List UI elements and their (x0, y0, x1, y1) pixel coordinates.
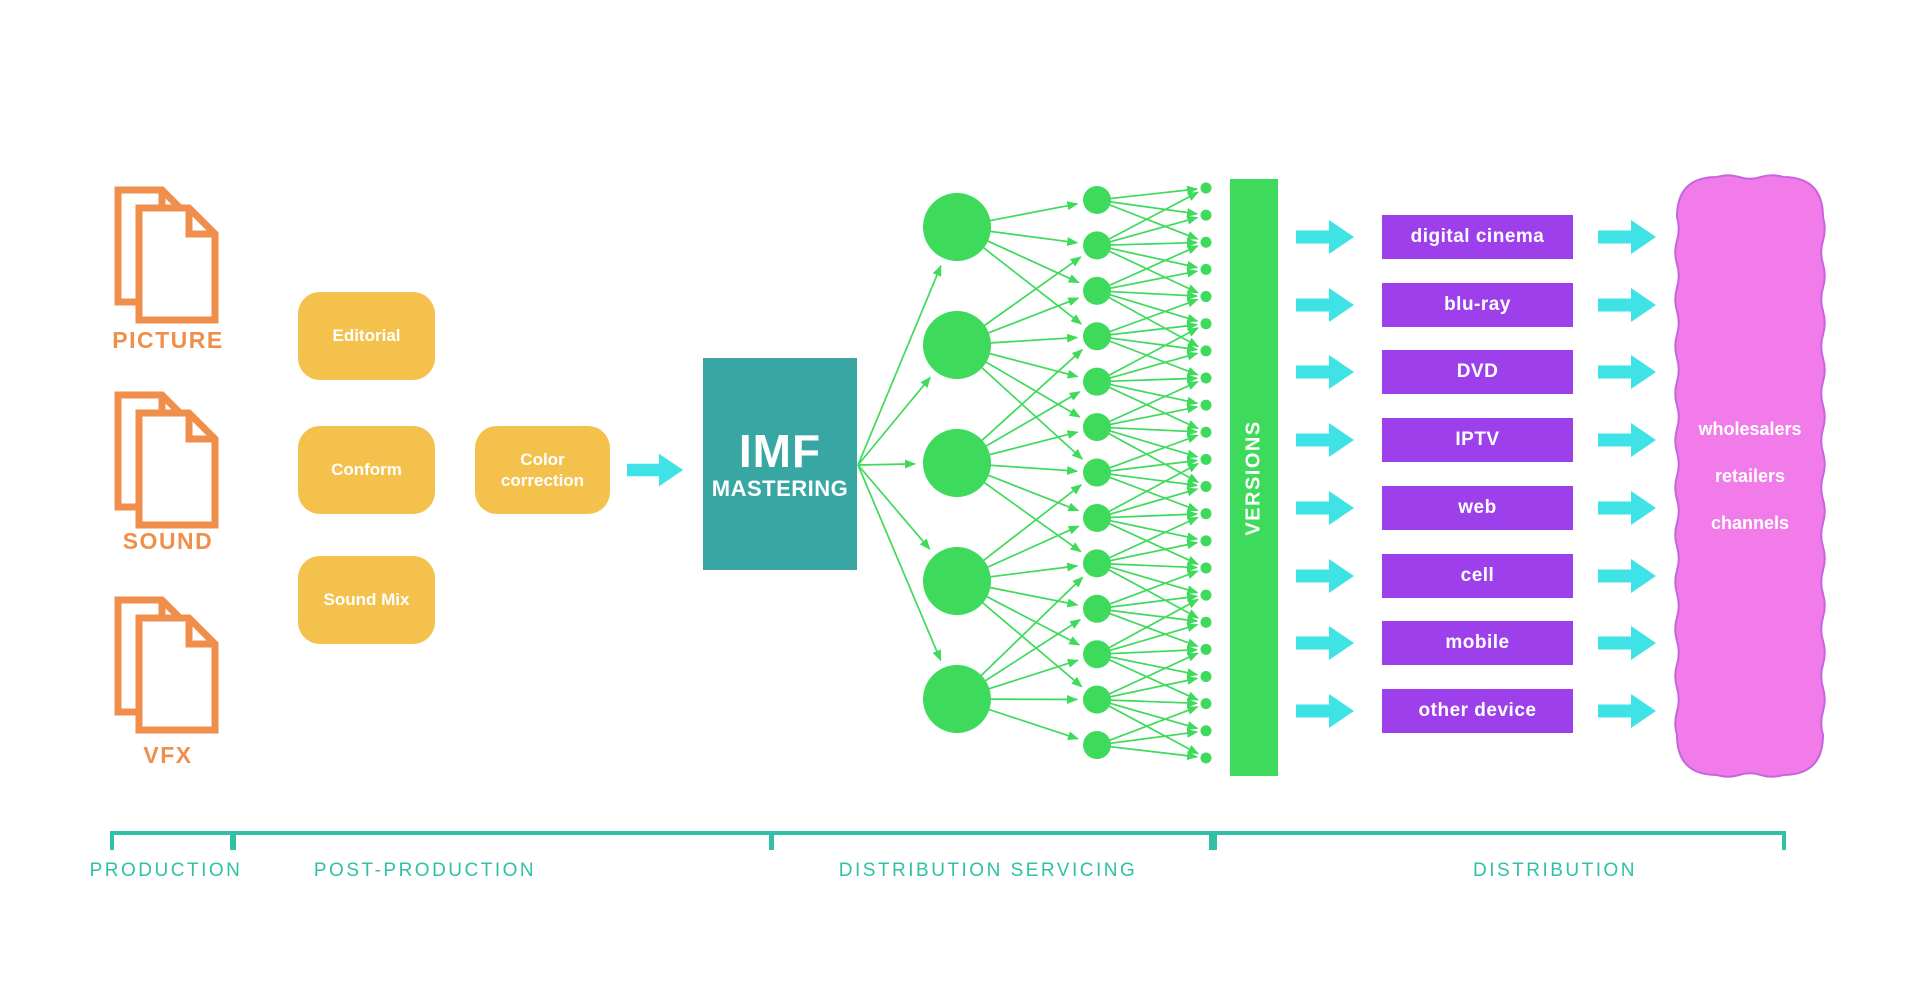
cyan-arrow-icon (1296, 559, 1354, 593)
stage-label-distribution: DISTRIBUTION (1472, 860, 1638, 881)
cyan-arrow-icon (1296, 491, 1354, 525)
cyan-arrow-icon (1296, 355, 1354, 389)
imf-mastering-box: IMF MASTERING (703, 358, 857, 570)
cyan-arrow-icon (1598, 559, 1656, 593)
cyan-arrow-icon (1598, 355, 1656, 389)
cyan-arrow-icon (1296, 220, 1354, 254)
channel-box-mobile: mobile (1382, 621, 1573, 665)
color-correction-box: Color correction (475, 426, 610, 514)
cyan-arrow-icon (1296, 423, 1354, 457)
sound-mix-box: Sound Mix (298, 556, 435, 644)
channel-box-digital-cinema: digital cinema (1382, 215, 1573, 259)
imf-subtitle: MASTERING (711, 476, 849, 501)
stage-label-distribution-servicing: DISTRIBUTION SERVICING (838, 860, 1138, 881)
blob-line: wholesalers (1698, 418, 1802, 439)
channel-box-web: web (1382, 486, 1573, 530)
source-label: VFX (143, 742, 193, 768)
stage-bracket-post-production (232, 831, 773, 850)
source-vfx: VFX (114, 596, 222, 768)
conform-box: Conform (298, 426, 435, 514)
imf-title: IMF (738, 425, 822, 477)
source-label: PICTURE (112, 327, 224, 353)
cyan-arrow-icon (1296, 626, 1354, 660)
stage-label-post-production: POST-PRODUCTION (313, 860, 537, 881)
cyan-arrow-icon (1598, 423, 1656, 457)
cyan-arrow-icon (1598, 288, 1656, 322)
document-stack-icon (114, 391, 219, 529)
cyan-arrow-icon (1296, 694, 1354, 728)
stage-bracket-distribution-servicing (770, 831, 1213, 850)
source-sound: SOUND (114, 391, 222, 554)
cyan-arrow-icon (1598, 626, 1656, 660)
cyan-arrow-icon (1598, 694, 1656, 728)
distribution-blob-labels: wholesalers retailers channels (1677, 177, 1823, 775)
color-correction-label: Color correction (500, 449, 585, 490)
stage-label-production: PRODUCTION (89, 860, 243, 881)
channel-box-other-device: other device (1382, 689, 1573, 733)
versions-bar: VERSIONS (1230, 179, 1278, 776)
channel-box-blu-ray: blu-ray (1382, 283, 1573, 327)
editorial-box: Editorial (298, 292, 435, 380)
blob-line: channels (1710, 512, 1790, 533)
channel-box-iptv: IPTV (1382, 418, 1573, 462)
source-picture: PICTURE (112, 186, 222, 353)
channel-box-cell: cell (1382, 554, 1573, 598)
blob-line: retailers (1714, 465, 1786, 486)
cyan-arrow-icon (1296, 288, 1354, 322)
source-label: SOUND (122, 528, 214, 554)
flow-arrow-icon (627, 453, 684, 487)
cyan-arrow-icon (1598, 491, 1656, 525)
document-stack-icon (114, 596, 219, 734)
stage-bracket-distribution (1213, 831, 1786, 850)
cyan-arrow-icon (1598, 220, 1656, 254)
stage-bracket-production (110, 831, 234, 850)
channel-box-dvd: DVD (1382, 350, 1573, 394)
versions-label: VERSIONS (1242, 419, 1265, 536)
document-stack-icon (114, 186, 219, 324)
